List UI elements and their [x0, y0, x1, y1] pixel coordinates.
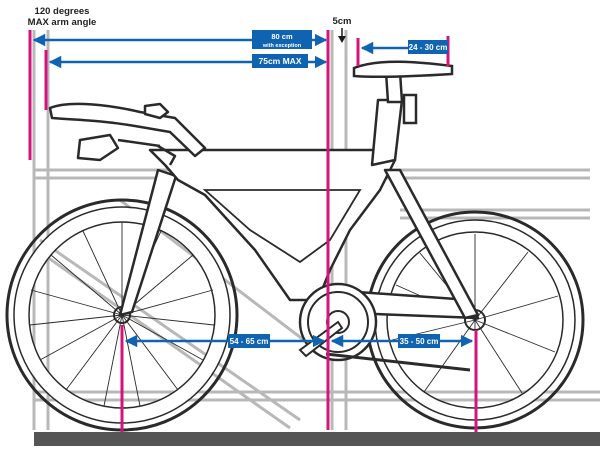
cockpit-aerobars — [48, 102, 207, 166]
saddle-drop-arrow — [338, 28, 346, 43]
arm-angle-line2: MAX arm angle — [28, 17, 97, 28]
reach-exception-line2: with exception — [262, 43, 302, 49]
reach-exception-line1: 80 cm — [271, 32, 293, 41]
label-boxes — [228, 30, 448, 348]
arm-angle-line1: 120 degrees — [35, 6, 90, 17]
bb-rear-label: 35 - 50 cm — [400, 337, 439, 346]
saddle-drop-label: 5cm — [332, 16, 351, 27]
seatpost-saddle — [352, 60, 454, 125]
reach-max-label: 75cm MAX — [259, 56, 302, 66]
saddle-length-label: 24 - 30 cm — [409, 43, 448, 52]
reference-markers — [28, 30, 478, 432]
ground-bar — [34, 432, 600, 446]
frame-cutout — [202, 189, 362, 264]
bb-front-label: 54 - 65 cm — [230, 337, 269, 346]
